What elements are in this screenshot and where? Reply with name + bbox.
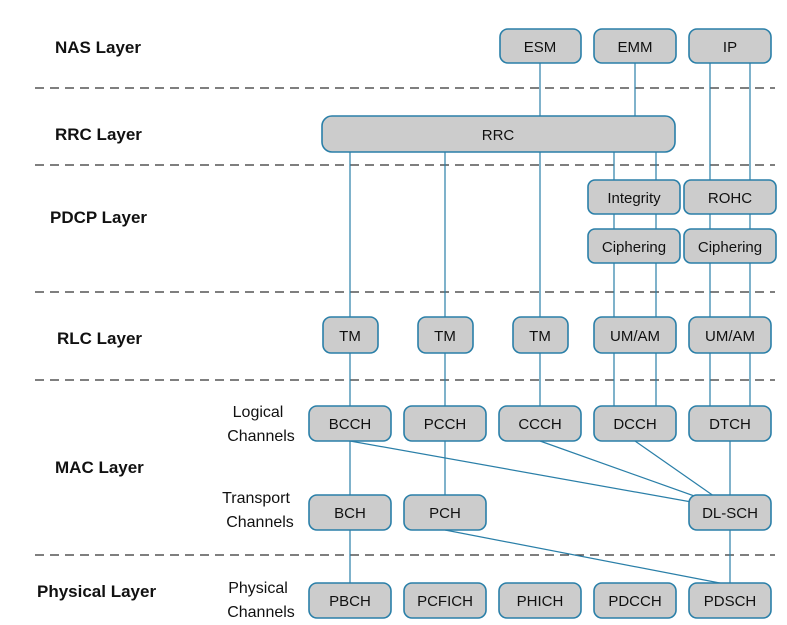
node-pch: PCH <box>403 494 487 531</box>
node-pcch: PCCH <box>403 405 487 442</box>
node-pdcch-label: PDCCH <box>608 593 661 610</box>
node-dcch-box <box>593 405 677 442</box>
node-ciphering-user-label: Ciphering <box>698 239 762 256</box>
node-pcch-box <box>403 405 487 442</box>
node-pdcch: PDCCH <box>593 582 677 619</box>
connections <box>349 63 751 585</box>
node-tm-1-label: TM <box>339 328 361 345</box>
node-bch: BCH <box>308 494 392 531</box>
node-ccch-label: CCCH <box>518 416 561 433</box>
node-pdsch-label: PDSCH <box>704 593 757 610</box>
node-emm: EMM <box>593 28 677 64</box>
node-ciphering-user-box <box>683 228 777 264</box>
node-tm-1: TM <box>322 316 379 354</box>
node-phich-label: PHICH <box>517 593 564 610</box>
node-rohc: ROHC <box>683 179 777 215</box>
node-tm-3-label: TM <box>529 328 551 345</box>
node-ciphering-control: Ciphering <box>587 228 681 264</box>
node-umam-2: UM/AM <box>688 316 772 354</box>
node-dcch-label: DCCH <box>613 416 656 433</box>
node-dtch-label: DTCH <box>709 416 751 433</box>
layer-label-nas: NAS Layer <box>55 38 141 57</box>
physical-channels-label-line1: Physical <box>228 580 288 597</box>
link-pch-pdsch <box>444 529 726 585</box>
layer-label-rrc: RRC Layer <box>55 125 142 144</box>
node-dtch-box <box>688 405 772 442</box>
node-ccch: CCCH <box>498 405 582 442</box>
node-bcch: BCCH <box>308 405 392 442</box>
node-dlsch: DL-SCH <box>688 494 772 531</box>
node-pch-box <box>403 494 487 531</box>
node-rohc-label: ROHC <box>708 190 752 207</box>
node-umam-1-label: UM/AM <box>610 328 660 345</box>
node-rrc-label: RRC <box>482 127 515 144</box>
node-pch-label: PCH <box>429 505 461 522</box>
transport-channels-label-line1: Transport <box>222 490 290 507</box>
node-dcch: DCCH <box>593 405 677 442</box>
layer-labels: NAS Layer RRC Layer PDCP Layer RLC Layer… <box>37 38 156 601</box>
node-umam-2-box <box>688 316 772 354</box>
node-ip: IP <box>688 28 772 64</box>
node-umam-1-box <box>593 316 677 354</box>
transport-channels-label-line2: Channels <box>226 514 294 531</box>
node-pdcch-box <box>593 582 677 619</box>
node-pbch: PBCH <box>308 582 392 619</box>
logical-channels-label-line1: Logical <box>233 404 284 421</box>
node-tm-1-box <box>322 316 379 354</box>
layer-label-pdcp: PDCP Layer <box>50 208 147 227</box>
node-tm-2-label: TM <box>434 328 456 345</box>
node-ip-label: IP <box>723 39 737 56</box>
node-rrc-box <box>321 115 676 153</box>
physical-channels-label-line2: Channels <box>227 604 295 621</box>
node-pdsch-box <box>688 582 772 619</box>
node-esm-label: ESM <box>524 39 557 56</box>
node-pcch-label: PCCH <box>424 416 467 433</box>
node-pcfich-label: PCFICH <box>417 593 473 610</box>
node-tm-3-box <box>512 316 569 354</box>
channel-type-labels: Logical Channels Transport Channels Phys… <box>222 404 295 621</box>
logical-channels-label-line2: Channels <box>227 428 295 445</box>
link-bcch-dlsch <box>349 440 726 509</box>
node-ciphering-control-label: Ciphering <box>602 239 666 256</box>
node-ip-box <box>688 28 772 64</box>
node-rohc-box <box>683 179 777 215</box>
node-dlsch-box <box>688 494 772 531</box>
node-umam-1: UM/AM <box>593 316 677 354</box>
node-umam-2-label: UM/AM <box>705 328 755 345</box>
layer-label-rlc: RLC Layer <box>57 329 142 348</box>
node-ciphering-user: Ciphering <box>683 228 777 264</box>
node-bch-label: BCH <box>334 505 366 522</box>
node-emm-label: EMM <box>618 39 653 56</box>
node-tm-3: TM <box>512 316 569 354</box>
node-tm-2-box <box>417 316 474 354</box>
layer-label-physical: Physical Layer <box>37 582 156 601</box>
node-ccch-box <box>498 405 582 442</box>
node-ciphering-control-box <box>587 228 681 264</box>
node-integrity: Integrity <box>587 179 681 215</box>
node-dlsch-label: DL-SCH <box>702 505 758 522</box>
node-pdsch: PDSCH <box>688 582 772 619</box>
node-phich-box <box>498 582 582 619</box>
node-phich: PHICH <box>498 582 582 619</box>
node-bcch-box <box>308 405 392 442</box>
layer-dividers <box>35 87 775 556</box>
node-pbch-label: PBCH <box>329 593 371 610</box>
node-dtch: DTCH <box>688 405 772 442</box>
node-pcfich-box <box>403 582 487 619</box>
node-bcch-label: BCCH <box>329 416 372 433</box>
node-integrity-label: Integrity <box>607 190 661 207</box>
node-tm-2: TM <box>417 316 474 354</box>
node-esm-box <box>499 28 582 64</box>
node-esm: ESM <box>499 28 582 64</box>
node-rrc: RRC <box>321 115 676 153</box>
node-emm-box <box>593 28 677 64</box>
node-pcfich: PCFICH <box>403 582 487 619</box>
node-bch-box <box>308 494 392 531</box>
layer-label-mac: MAC Layer <box>55 458 144 477</box>
node-integrity-box <box>587 179 681 215</box>
node-pbch-box <box>308 582 392 619</box>
